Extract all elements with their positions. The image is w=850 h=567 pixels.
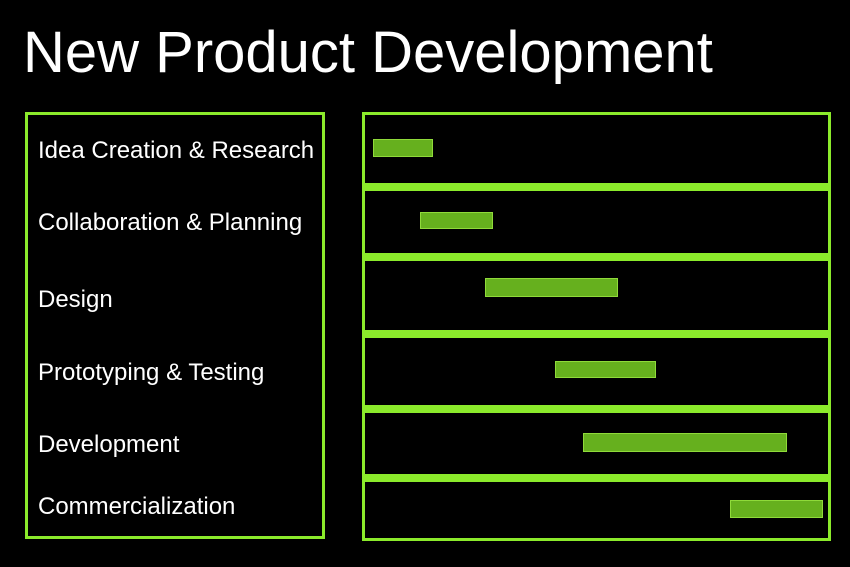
row-separator (365, 183, 828, 191)
gantt-bar-commercialization (730, 500, 823, 518)
task-label-idea-creation: Idea Creation & Research (38, 137, 315, 164)
task-label-commercialization: Commercialization (38, 493, 236, 520)
task-label-collaboration: Collaboration & Planning (38, 209, 303, 236)
row-separator (365, 253, 828, 261)
row-separator (365, 405, 828, 413)
task-label-development: Development (38, 431, 180, 458)
gantt-bar-idea-creation (373, 139, 433, 157)
row-separator (365, 474, 828, 482)
gantt-chart-area (362, 112, 831, 541)
gantt-bar-prototyping (555, 361, 656, 378)
row-separator (365, 330, 828, 338)
task-label-design: Design (38, 286, 113, 313)
gantt-bar-design (485, 278, 618, 297)
task-label-prototyping: Prototyping & Testing (38, 359, 265, 386)
gantt-bar-collaboration (420, 212, 493, 229)
task-label-panel: Idea Creation & Research Collaboration &… (25, 112, 325, 539)
page-title: New Product Development (23, 20, 713, 85)
gantt-bar-development (583, 433, 787, 452)
